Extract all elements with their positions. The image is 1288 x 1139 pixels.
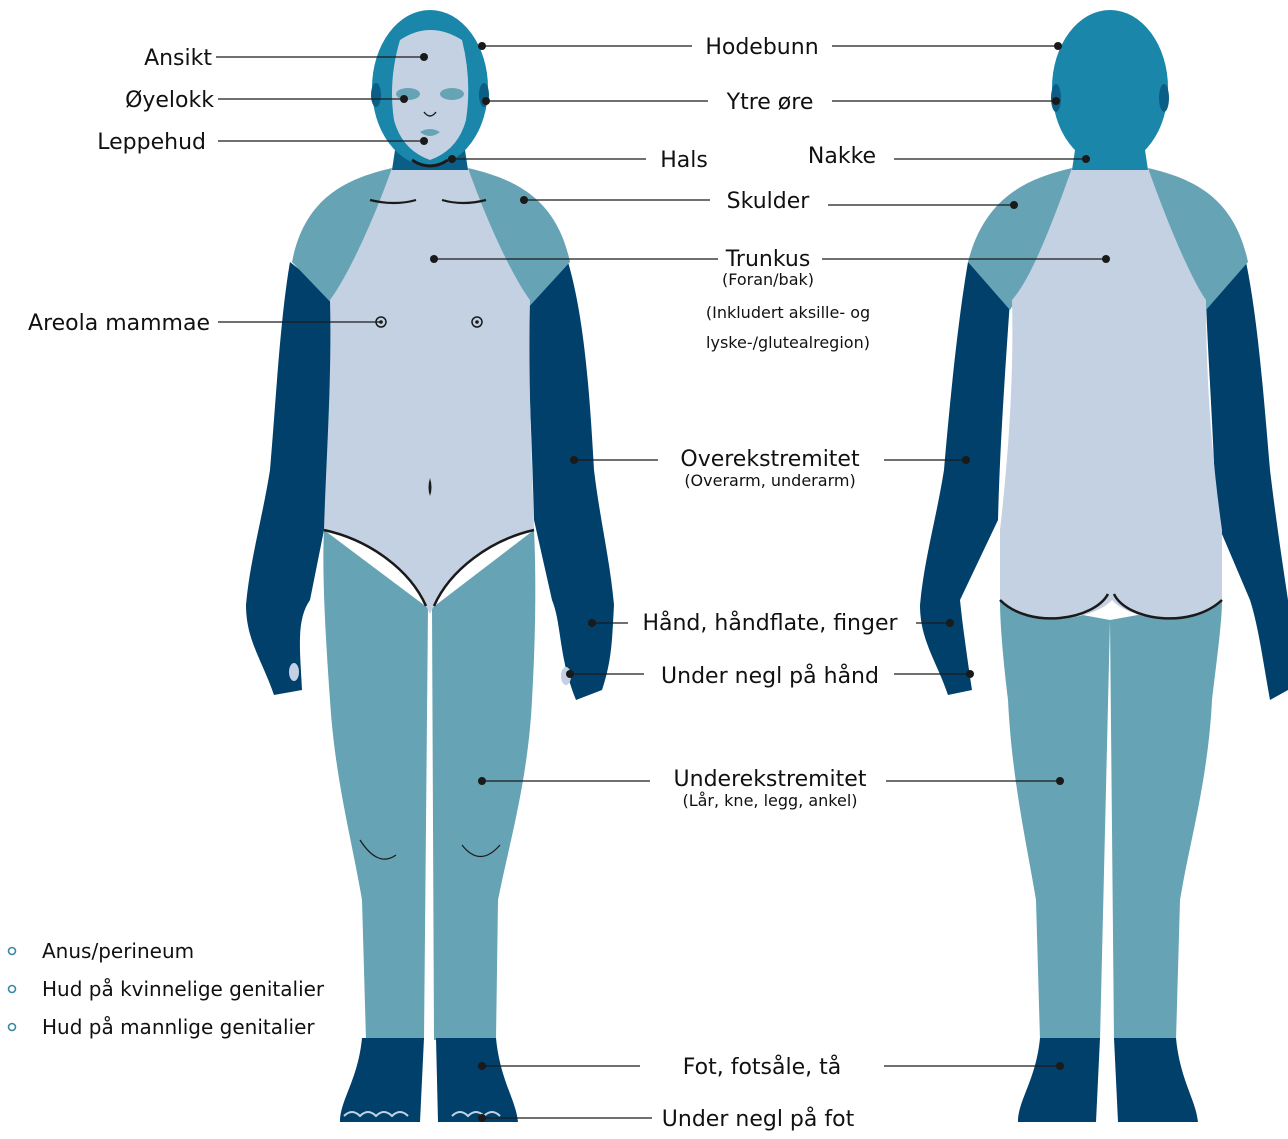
front-right-leg	[432, 530, 535, 1040]
front-right-arm	[526, 262, 614, 700]
label-trunkus-sub3: lyske-/glutealregion)	[706, 333, 870, 352]
label-underekstremitet-sub: (Lår, kne, legg, ankel)	[682, 791, 857, 810]
back-left-foot	[1018, 1038, 1100, 1122]
label-hals: Hals	[660, 148, 708, 173]
list-item: Hud på kvinnelige genitalier	[42, 977, 325, 1001]
list-bullet	[9, 1024, 16, 1031]
label-trunkus-sub2: (Inkludert aksille- og	[706, 303, 870, 322]
label-ytre-ore: Ytre øre	[726, 90, 814, 115]
label-leppehud: Leppehud	[97, 130, 206, 155]
list-item: Anus/perineum	[42, 939, 194, 963]
back-left-leg	[1000, 600, 1110, 1040]
back-left-arm	[920, 262, 1010, 695]
label-underekstremitet: Underekstremitet	[674, 767, 867, 792]
label-under-negl-fot: Under negl på fot	[662, 1106, 855, 1132]
label-overekstremitet-sub: (Overarm, underarm)	[684, 471, 855, 490]
front-body-figure	[246, 10, 614, 1122]
label-hand: Hånd, håndflate, finger	[642, 610, 898, 636]
back-head	[1052, 10, 1168, 166]
front-left-leg	[323, 530, 428, 1040]
front-right-foot	[436, 1038, 518, 1122]
label-nakke: Nakke	[808, 144, 876, 169]
back-body-figure	[920, 10, 1288, 1122]
label-areola: Areola mammae	[28, 311, 210, 336]
label-under-negl-hand: Under negl på hånd	[661, 663, 879, 689]
label-overekstremitet: Overekstremitet	[680, 447, 860, 472]
front-left-foot	[340, 1038, 424, 1122]
back-right-foot	[1114, 1038, 1198, 1122]
label-trunkus: Trunkus	[725, 247, 811, 272]
list-bullet	[9, 986, 16, 993]
label-hodebunn: Hodebunn	[705, 35, 818, 60]
list-bullet	[9, 948, 16, 955]
label-ansikt: Ansikt	[144, 46, 212, 71]
label-oyelokk: Øyelokk	[125, 88, 214, 113]
label-fot: Fot, fotsåle, tå	[683, 1054, 841, 1080]
list-item: Hud på mannlige genitalier	[42, 1015, 315, 1039]
back-right-leg	[1110, 600, 1222, 1040]
label-skulder: Skulder	[727, 189, 811, 214]
front-left-arm	[246, 262, 338, 695]
extra-regions-list: Anus/perineum Hud på kvinnelige genitali…	[9, 939, 325, 1039]
label-trunkus-sub1: (Foran/bak)	[722, 270, 814, 289]
